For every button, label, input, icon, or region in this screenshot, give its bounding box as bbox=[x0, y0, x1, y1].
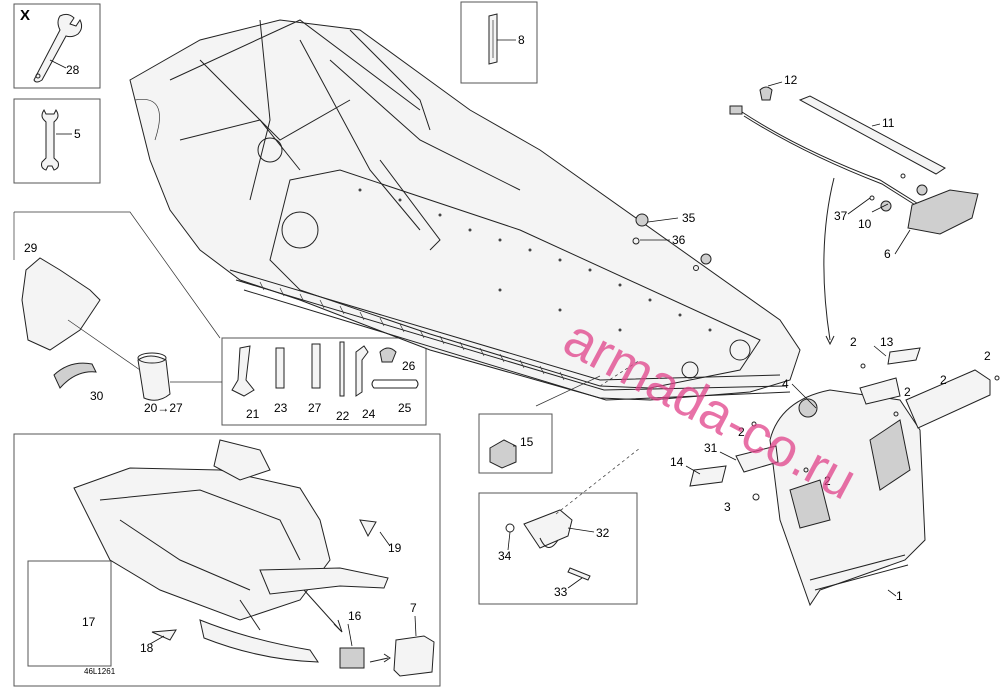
taillight-assembly bbox=[729, 86, 979, 346]
box-7 bbox=[393, 635, 435, 677]
decal-19 bbox=[359, 519, 377, 538]
callout-2-c: 2 bbox=[940, 373, 947, 387]
callout-30: 30 bbox=[90, 389, 104, 403]
box-special-tool-wrench: X bbox=[13, 3, 101, 89]
callout-33: 33 bbox=[554, 585, 568, 599]
box-decal-17 bbox=[27, 560, 112, 667]
leader-lines bbox=[149, 39, 911, 647]
tool-pouch-20 bbox=[137, 355, 171, 401]
callout-6: 6 bbox=[884, 247, 891, 261]
callout-3: 3 bbox=[724, 500, 731, 514]
open-end-wrench-icon bbox=[41, 109, 59, 171]
callout-labels: 28 5 8 12 11 37 10 6 35 36 29 30 20→27 2… bbox=[24, 33, 991, 676]
hood-panel-29 bbox=[21, 257, 101, 351]
callout-11: 11 bbox=[882, 116, 895, 130]
box-item-8 bbox=[460, 1, 538, 84]
callout-24: 24 bbox=[362, 407, 376, 421]
callout-12: 12 bbox=[784, 73, 798, 87]
callout-16: 16 bbox=[348, 609, 362, 623]
callout-27: 27 bbox=[308, 401, 322, 415]
spanner-wrench-icon bbox=[33, 13, 83, 83]
callout-29: 29 bbox=[24, 241, 38, 255]
callout-36: 36 bbox=[672, 233, 686, 247]
callout-4: 4 bbox=[782, 377, 789, 391]
callout-26: 26 bbox=[402, 359, 416, 373]
decal-16-and-7 bbox=[339, 635, 435, 677]
reference-code: 46L1261 bbox=[84, 667, 116, 676]
callout-5: 5 bbox=[74, 127, 81, 141]
chassis-frame-drawing bbox=[129, 19, 801, 401]
handlebar bbox=[213, 439, 271, 481]
bracket-31 bbox=[735, 445, 779, 473]
callout-19: 19 bbox=[388, 541, 402, 555]
hitch-parts bbox=[505, 509, 591, 581]
decal-14 bbox=[689, 465, 727, 487]
taillight-lens-6 bbox=[907, 189, 979, 235]
special-tool-mark: X bbox=[20, 7, 30, 24]
callout-1: 1 bbox=[896, 589, 903, 603]
decal-18 bbox=[151, 629, 177, 641]
callout-32: 32 bbox=[596, 526, 610, 540]
callout-17: 17 bbox=[82, 615, 96, 629]
decal-16 bbox=[339, 647, 365, 669]
screwdriver-22 bbox=[339, 341, 345, 397]
callout-37: 37 bbox=[834, 209, 848, 223]
connector-icon bbox=[729, 105, 743, 115]
fasteners-35-36 bbox=[632, 213, 712, 271]
callout-2-b: 2 bbox=[984, 349, 991, 363]
callout-10: 10 bbox=[858, 217, 872, 231]
snow-flap-assembly bbox=[689, 347, 1000, 607]
ski bbox=[199, 619, 319, 663]
fuse-23 bbox=[275, 347, 285, 389]
callout-2-e: 2 bbox=[738, 425, 745, 439]
callout-2-a: 2 bbox=[850, 335, 857, 349]
callout-28: 28 bbox=[66, 63, 80, 77]
callout-31: 31 bbox=[704, 441, 718, 455]
callout-13: 13 bbox=[880, 335, 894, 349]
clip-26 bbox=[379, 347, 397, 363]
spark-plug-wrench-21 bbox=[231, 345, 255, 397]
callout-14: 14 bbox=[670, 455, 684, 469]
strap-25 bbox=[371, 379, 419, 389]
clip-part-icon bbox=[489, 439, 517, 469]
callout-21: 21 bbox=[246, 407, 260, 421]
mud-flap-knob-4 bbox=[798, 398, 818, 418]
strap-30 bbox=[53, 362, 97, 389]
callout-2-d: 2 bbox=[904, 385, 911, 399]
box-open-wrench bbox=[13, 98, 101, 184]
tool-kit-contents bbox=[231, 341, 419, 397]
callout-7: 7 bbox=[410, 601, 417, 615]
callout-35: 35 bbox=[682, 211, 696, 225]
callout-23: 23 bbox=[274, 401, 288, 415]
hinge-plate bbox=[859, 377, 901, 405]
wrench-24 bbox=[355, 345, 369, 397]
callout-8: 8 bbox=[518, 33, 525, 47]
fuse-27 bbox=[311, 343, 321, 389]
callout-18: 18 bbox=[140, 641, 154, 655]
bolt-33 bbox=[567, 567, 591, 581]
bumper bbox=[259, 567, 389, 595]
callout-15: 15 bbox=[520, 435, 534, 449]
bracket-2 bbox=[905, 369, 991, 429]
snowmobile-body-drawing bbox=[73, 439, 389, 663]
decal-13 bbox=[887, 347, 921, 365]
trim-strip-11 bbox=[798, 95, 946, 175]
callout-34: 34 bbox=[498, 549, 512, 563]
callout-25: 25 bbox=[398, 401, 412, 415]
left-detail-parts bbox=[13, 211, 222, 401]
callout-2-f: 2 bbox=[824, 474, 831, 488]
callout-20-27: 20→27 bbox=[144, 401, 183, 415]
callout-22: 22 bbox=[336, 409, 350, 423]
dashed-connector-lines bbox=[535, 359, 641, 515]
clip-12 bbox=[759, 86, 773, 101]
box-item-15 bbox=[478, 413, 553, 474]
